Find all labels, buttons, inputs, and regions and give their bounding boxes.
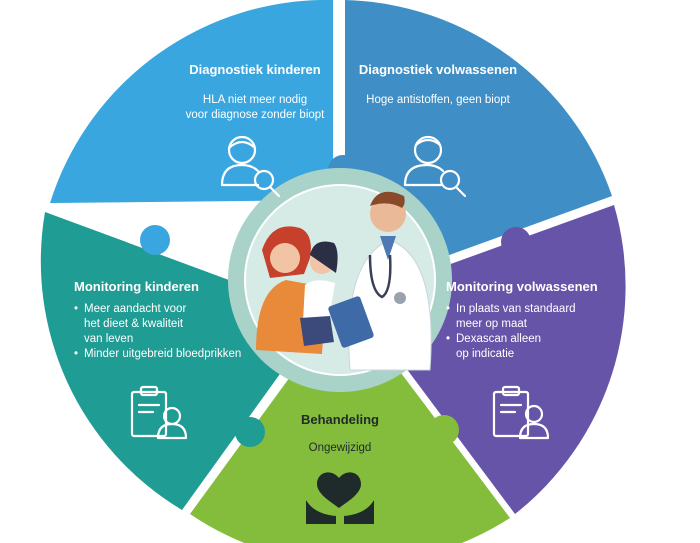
mother-child-doctor-illustration bbox=[244, 184, 436, 376]
text-diagnostiek-kinderen-1: HLA niet meer nodig bbox=[202, 94, 308, 106]
title-diagnostiek-volwassenen: Diagnostiek volwassenen bbox=[358, 62, 518, 77]
text-diagnostiek-kinderen-2: voor diagnose zonder biopt bbox=[185, 109, 325, 121]
puzzle-knob bbox=[140, 225, 170, 255]
title-monitoring-volwassenen: Monitoring volwassenen bbox=[446, 279, 598, 294]
puzzle-knob bbox=[429, 415, 459, 445]
segment-title-diagnostiek-volwassenen: Diagnostiek volwassenen Hoge antistoffen… bbox=[348, 62, 528, 108]
puzzle-knob bbox=[235, 417, 265, 447]
segment-monitoring-kinderen-text: Monitoring kinderen Meer aandacht voor h… bbox=[74, 279, 254, 362]
text-behandeling: Ongewijzigd bbox=[308, 442, 372, 454]
puzzle-knob bbox=[501, 227, 531, 257]
clipboard-adult-icon bbox=[492, 385, 550, 440]
segment-behandeling bbox=[190, 365, 510, 543]
bullet-monitoring-volwassenen-2: Dexascan alleen op indicatie bbox=[446, 332, 616, 362]
text-diagnostiek-volwassenen-1: Hoge antistoffen, geen biopt bbox=[366, 94, 510, 106]
segment-behandeling-text: Behandeling Ongewijzigd bbox=[270, 412, 410, 456]
clipboard-child-icon bbox=[130, 385, 188, 440]
bullet-monitoring-kinderen-2: Minder uitgebreid bloedprikken bbox=[74, 347, 254, 362]
segment-title-diagnostiek-kinderen: Diagnostiek kinderen HLA niet meer nodig… bbox=[160, 62, 350, 123]
segment-monitoring-volwassenen-text: Monitoring volwassenen In plaats van sta… bbox=[446, 279, 616, 362]
title-diagnostiek-kinderen: Diagnostiek kinderen bbox=[189, 62, 321, 77]
bullet-monitoring-volwassenen-1: In plaats van standaard meer op maat bbox=[446, 302, 616, 332]
adult-magnifier-icon bbox=[403, 135, 467, 198]
title-behandeling: Behandeling bbox=[300, 412, 379, 427]
segment-diagnostiek-kinderen bbox=[50, 0, 340, 203]
hands-heart-icon bbox=[306, 472, 374, 524]
child-magnifier-icon bbox=[220, 135, 281, 198]
title-monitoring-kinderen: Monitoring kinderen bbox=[74, 279, 199, 294]
bullet-monitoring-kinderen-1: Meer aandacht voor het dieet & kwaliteit… bbox=[74, 302, 254, 347]
